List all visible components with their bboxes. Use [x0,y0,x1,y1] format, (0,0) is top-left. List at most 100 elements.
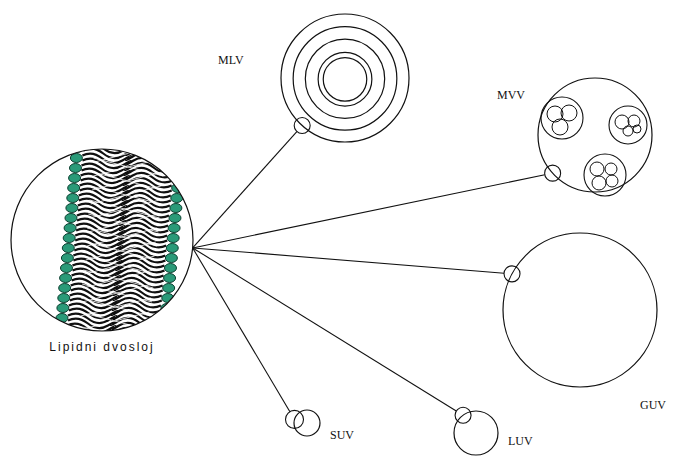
lipid-tail [128,133,176,142]
node-outline [502,232,658,388]
core-hatch [88,214,158,232]
core-hatch [85,256,155,274]
lamella-ring [323,58,367,102]
lipid-head [160,314,172,323]
inner-vesicle [605,163,617,175]
inner-vesicle [552,119,568,135]
core-hatch [91,186,161,204]
lipid-tail [127,138,175,147]
lipid-head [58,294,70,303]
node-outline [293,409,321,437]
lipid-head [169,214,181,223]
zoom-marker [504,266,520,282]
lamella-ring [318,52,372,106]
lipid-head [69,174,81,183]
lipid-head [159,324,171,333]
inner-vesicle [609,106,647,144]
bilayer-zoom-circle: Lipidni dvosloj [10,148,194,332]
core-hatch [83,270,153,288]
core-hatch [81,298,151,316]
lipid-head [158,334,170,343]
connector-line [193,248,457,411]
bilayer-label: Lipidni dvosloj [10,340,194,354]
core-hatch [82,284,152,302]
inner-vesicle [541,97,583,139]
core-hatch [92,172,162,190]
inner-vesicle [633,125,641,133]
lipid-head [57,304,69,313]
inner-vesicle [561,105,577,121]
core-hatch [90,200,160,218]
vesicle-label: GUV [640,398,666,412]
lipid-head [63,234,75,243]
outline-circle [538,78,652,192]
outline-circle [503,233,657,387]
core-hatch [82,284,152,302]
inner-vesicle [592,176,606,190]
lipid-head [72,134,84,143]
lipid-head [173,164,185,173]
lipid-head [64,224,76,233]
core-hatch [87,228,157,246]
outline-circle [454,411,498,455]
core-hatch [86,242,156,260]
lipid-head [69,164,81,173]
lipid-head [173,174,185,183]
core-hatch [92,172,162,190]
outline-circle [281,14,409,142]
connector-line [193,248,290,412]
lipid-tail [67,324,115,333]
node-outline [280,13,410,143]
core-hatch [87,228,157,246]
vesicle: LUV [453,410,499,456]
lipid-head [164,264,176,273]
lipid-head [172,184,184,193]
zoom-connector [193,248,504,273]
core-hatch [80,312,150,330]
zoom-marker [455,407,471,423]
vesicle: GUV [502,232,658,388]
zoom-connector [193,175,545,248]
vesicle: MVV [537,77,653,193]
inner-vesicle [590,162,604,176]
core-hatch [96,130,166,148]
core-hatch [81,298,151,316]
connector-line [193,175,545,248]
lipid-head [174,154,186,163]
core-hatch [96,130,166,148]
lipid-head [170,204,182,213]
node-outline [537,77,653,193]
lipid-head [60,264,72,273]
core-hatch [80,312,150,330]
zoom-connector [193,132,297,248]
lipid-head [166,244,178,253]
core-hatch [93,158,163,176]
inner-vesicle [615,115,629,129]
inner-vesicle [623,126,633,136]
core-hatch [93,158,163,176]
inner-vesicle [606,175,618,187]
vesicle-label: SUV [330,428,354,442]
lipid-tail [127,143,175,152]
lipid-head [163,284,175,293]
lipid-head [67,194,79,203]
core-hatch [86,242,156,260]
lipid-head [164,274,176,283]
vesicle-label: MLV [218,53,244,67]
vesicle: MLV [280,13,410,143]
core-hatch [88,214,158,232]
zoom-marker [286,410,304,428]
lipid-head [62,244,74,253]
vesicle-label: MVV [497,88,525,102]
lipid-head [175,144,187,153]
zoom-connector [193,248,457,411]
core-hatch [85,256,155,274]
zoom-marker [545,165,561,181]
lipid-tail [84,134,132,143]
lipid-head [70,154,82,163]
lipid-tail [128,128,176,137]
connector-line [193,132,297,248]
node-outline [453,410,499,456]
